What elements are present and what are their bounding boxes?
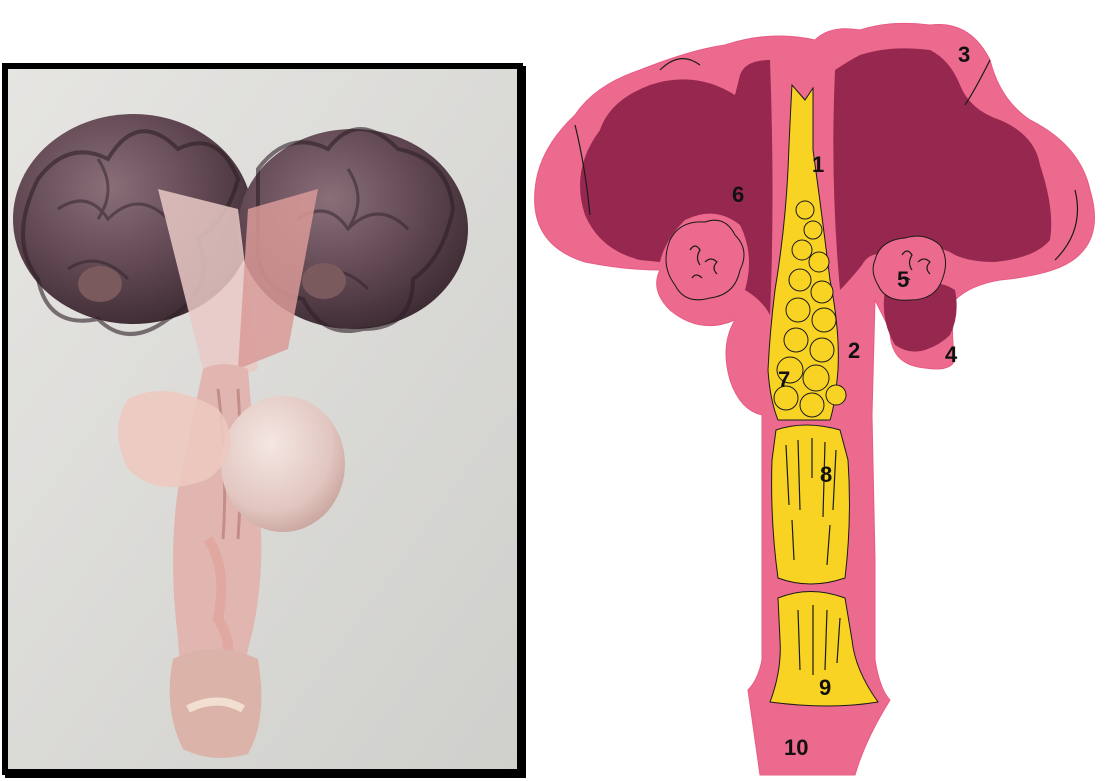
label-5: 5 [897, 267, 909, 292]
label-6: 6 [732, 182, 744, 207]
specimen-illustration [8, 69, 517, 769]
label-8: 8 [820, 462, 832, 487]
label-4: 4 [945, 342, 958, 367]
label-3: 3 [958, 42, 970, 67]
cervix [772, 425, 850, 584]
label-7: 7 [778, 367, 790, 392]
label-10: 10 [784, 735, 808, 760]
label-9: 9 [819, 675, 831, 700]
label-1: 1 [812, 152, 824, 177]
label-2: 2 [848, 338, 860, 363]
specimen-photo [2, 63, 523, 775]
uterus-diagram: 1 2 3 4 5 6 7 8 9 10 [530, 0, 1107, 781]
diagram-canvas: 1 2 3 4 5 6 7 8 9 10 [530, 0, 1107, 776]
right-ovary [873, 236, 945, 300]
